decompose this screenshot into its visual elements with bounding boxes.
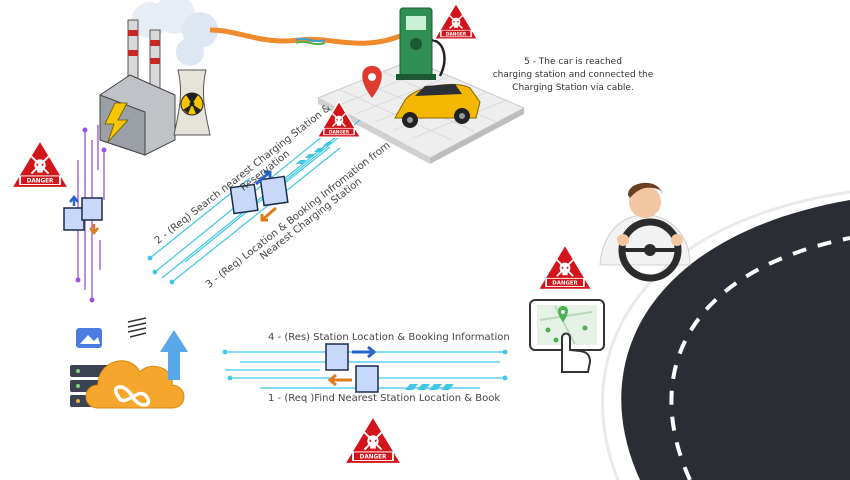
yellow-car-icon [394,83,481,128]
step5-note-line2: charging station and connected the [492,70,654,80]
svg-text:DANGER: DANGER [329,129,350,135]
svg-text:DANGER: DANGER [552,281,578,287]
cloud-infinity-icon [85,330,188,409]
power-cable [209,27,401,46]
step5-note-line3: Charging Station via cable. [512,83,634,93]
data-exchange-documents-icon [325,343,379,393]
svg-text:DANGER: DANGER [27,179,54,185]
document-lines-icon [127,317,147,338]
data-exchange-documents-icon [229,170,289,222]
road-illustration [601,190,850,480]
data-exchange-documents-icon [63,194,103,236]
danger-sign: DANGER [433,2,479,41]
step5-note-line1: 5 - The car is reached [524,57,622,67]
nuclear-power-plant-icon [99,0,218,156]
location-pin-icon [362,66,382,98]
svg-text:DANGER: DANGER [360,455,387,461]
step1-label: 1 - (Req )Find Nearest Station Location … [268,393,501,404]
ev-charging-station-icon [396,7,446,80]
danger-sign: DANGER [316,100,362,138]
danger-sign: DANGER [537,243,593,291]
driver-steering-wheel-icon [599,182,691,282]
danger-sign: DANGER [343,415,403,465]
cyan-dash-indicator-diagonal [296,142,333,164]
step5-note: 5 - The car is reached charging station … [488,56,658,95]
cyan-dash-indicator-horizontal [405,384,454,390]
photo-card-icon [76,328,102,348]
svg-text:DANGER: DANGER [446,31,467,37]
tablet-map-touch-icon [529,299,605,373]
step4-label: 4 - (Res) Station Location & Booking Inf… [268,332,510,343]
danger-sign: DANGER [10,139,70,189]
